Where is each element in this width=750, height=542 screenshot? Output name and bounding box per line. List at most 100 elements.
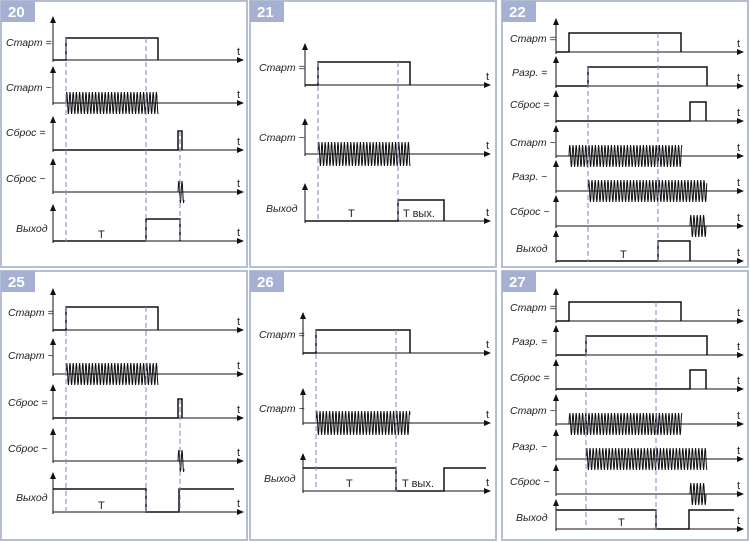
- pulse-waveform: [556, 509, 734, 530]
- signal-row: Старт = t: [6, 16, 244, 63]
- period-label: T: [618, 517, 625, 529]
- period-label: T: [620, 249, 627, 261]
- panel-number: 25: [8, 274, 25, 291]
- axis-t-label: t: [237, 404, 240, 416]
- signal-row: Сброс ~ t: [510, 195, 744, 238]
- pulse-waveform: [305, 61, 411, 86]
- panel-number: 20: [8, 4, 25, 21]
- panel-frame: [249, 0, 497, 268]
- signal-label: Старт ~: [259, 403, 305, 415]
- axis-t-label: t: [737, 107, 740, 119]
- axis-t-label: t: [486, 140, 489, 152]
- signal-label: Разр. =: [512, 67, 547, 79]
- ac-waveform: [689, 482, 707, 506]
- period-label: T: [98, 229, 105, 241]
- signal-row: Выход t T T вых.: [266, 183, 491, 224]
- panel-number-badge: [502, 1, 536, 22]
- signal-label: Выход: [266, 203, 298, 215]
- axis-t-label: t: [486, 409, 489, 421]
- signal-label: Разр. =: [512, 336, 547, 348]
- ac-waveform: [65, 362, 159, 386]
- signal-label: Сброс ~: [510, 206, 549, 218]
- signal-row: Выход t T: [16, 472, 244, 515]
- signal-row: Старт = t: [259, 312, 491, 356]
- signal-label: Сброс =: [510, 99, 549, 111]
- axis-t-label: t: [486, 477, 489, 489]
- axis-t-label: t: [486, 207, 489, 219]
- panel-number-badge: [1, 1, 35, 22]
- axis-t-label: t: [737, 341, 740, 353]
- pulse-waveform: [303, 467, 486, 492]
- signal-row: Старт ~ t: [6, 66, 244, 115]
- axis-t-label: t: [737, 307, 740, 319]
- signal-label: Разр. ~: [512, 441, 547, 453]
- ac-waveform: [689, 214, 707, 238]
- panel-frame: [501, 0, 749, 268]
- axis-t-label: t: [237, 89, 240, 101]
- signal-label: Старт =: [510, 33, 556, 45]
- signal-label: Старт =: [8, 307, 54, 319]
- signal-label: Старт =: [510, 302, 556, 314]
- signal-label: Сброс ~: [8, 443, 47, 455]
- signal-label: Старт ~: [8, 350, 54, 362]
- panel-number-badge: [250, 271, 284, 292]
- axis-t-label: t: [737, 72, 740, 84]
- signal-label: Сброс ~: [6, 173, 45, 185]
- signal-row: Разр. = t: [512, 56, 744, 89]
- signal-row: Старт = t: [510, 288, 744, 324]
- pulse-waveform: [556, 301, 682, 322]
- ac-waveform: [568, 412, 683, 436]
- panel-27: 27 Старт = t Разр. = t Сброс = t Старт ~: [501, 270, 749, 541]
- axis-t-label: t: [237, 316, 240, 328]
- output-time-label: T вых.: [403, 208, 435, 220]
- panel-frame: [501, 270, 749, 541]
- axis-t-label: t: [237, 136, 240, 148]
- pulse-waveform: [53, 306, 159, 331]
- ac-waveform: [317, 141, 411, 167]
- signal-label: Выход: [264, 473, 296, 485]
- pulse-waveform: [556, 335, 708, 356]
- signal-row: Разр. ~ t: [512, 160, 744, 203]
- axis-t-label: t: [237, 178, 240, 190]
- signal-row: Выход t T: [516, 499, 744, 532]
- pulse-waveform: [53, 398, 183, 419]
- period-label: T: [346, 478, 353, 490]
- axis-t-label: t: [237, 498, 240, 510]
- axis-t-label: t: [737, 177, 740, 189]
- signal-row: Сброс ~ t: [510, 464, 744, 506]
- axis-t-label: t: [737, 410, 740, 422]
- ac-waveform: [177, 180, 185, 204]
- signal-row: Сброс ~ t: [6, 158, 244, 204]
- signal-row: Старт ~ t: [510, 394, 744, 436]
- axis-t-label: t: [737, 38, 740, 50]
- panel-frame: [0, 270, 248, 541]
- axis-t-label: t: [737, 142, 740, 154]
- axis-t-label: t: [486, 339, 489, 351]
- axis-t-label: t: [237, 227, 240, 239]
- pulse-waveform: [556, 66, 708, 87]
- signal-row: Старт = t: [259, 43, 491, 88]
- axis-t-label: t: [737, 212, 740, 224]
- signal-row: Сброс = t: [6, 116, 244, 153]
- signal-label: Сброс =: [8, 397, 47, 409]
- period-label: T: [348, 208, 355, 220]
- ac-waveform: [315, 410, 411, 436]
- panel-26: 26 Старт = t Старт ~ t Выход t T T вых.: [249, 270, 497, 541]
- pulse-waveform: [53, 130, 183, 151]
- panel-number: 27: [509, 274, 526, 291]
- signal-label: Выход: [516, 512, 548, 524]
- signal-label: Выход: [16, 223, 48, 235]
- signal-row: Старт = t: [510, 18, 744, 55]
- axis-t-label: t: [737, 445, 740, 457]
- axis-t-label: t: [237, 447, 240, 459]
- ac-waveform: [65, 91, 159, 115]
- signal-row: Разр. ~ t: [512, 429, 744, 471]
- axis-t-label: t: [737, 515, 740, 527]
- signal-row: Сброс = t: [8, 384, 244, 421]
- axis-t-label: t: [737, 247, 740, 259]
- signal-row: Старт ~ t: [510, 125, 744, 168]
- axis-t-label: t: [237, 360, 240, 372]
- signal-label: Старт ~: [6, 82, 52, 94]
- ac-waveform: [585, 447, 708, 471]
